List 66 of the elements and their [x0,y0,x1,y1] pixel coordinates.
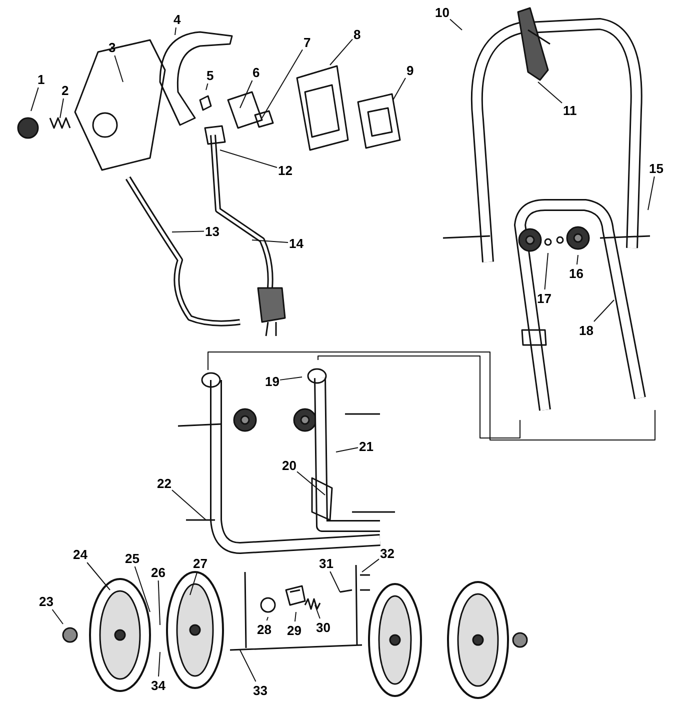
callout-number: 17 [537,290,552,306]
callout-number: 18 [579,322,594,338]
leader-line [280,376,302,380]
leader-line [86,562,110,590]
callout-number: 29 [287,622,302,638]
callout-number: 31 [319,556,334,570]
leader-line [544,252,548,290]
callout-number: 32 [380,546,394,560]
callout-number: 20 [282,458,296,472]
leader-line [262,49,303,118]
callout-number: 10 [435,4,450,20]
callout-number: 16 [569,266,584,280]
leader-line [252,240,288,243]
callout-number: 21 [359,438,374,454]
callout-number: 26 [151,564,166,580]
callout-number: 34 [151,678,166,692]
callout-number: 23 [39,594,54,608]
callout-number: 8 [354,26,361,42]
leader-line [134,566,150,612]
callout-number: 33 [253,682,268,698]
leader-line [174,27,176,36]
callout-number: 1 [38,72,45,86]
callout-number: 22 [157,476,172,490]
leader-line [190,571,198,596]
leader-line [330,38,353,66]
leader-line [576,254,578,265]
leader-line [330,571,340,592]
leader-line [60,98,64,118]
leader-line [220,150,278,168]
callout-number: 7 [304,34,311,50]
leader-line [296,471,326,496]
leader-line [336,447,358,452]
leader-line [538,82,562,104]
callout-number: 15 [649,160,664,176]
leader-line [158,580,160,626]
callout-number: 28 [257,622,272,636]
callout-number: 30 [316,620,330,634]
leader-line [450,18,462,30]
callout-number: 14 [289,236,304,250]
leader-line [172,490,206,520]
callout-number: 27 [193,556,208,570]
leader-line [158,652,160,677]
callout-number: 6 [252,64,260,80]
callout-number: 5 [206,68,214,82]
callout-number: 2 [62,82,69,98]
callout-number: 11 [563,102,577,118]
leader-line [30,87,39,112]
leader-line [648,176,655,210]
callout-number: 9 [406,62,414,78]
leader-line [314,604,320,619]
leader-line [392,77,406,100]
callout-number: 25 [125,550,140,566]
callout-number: 12 [278,162,292,178]
callout-number: 13 [205,224,220,238]
leader-line [593,300,614,322]
callout-number: 4 [174,12,181,26]
leader-line [172,230,204,232]
callout-number: 24 [73,546,88,562]
leader-line [52,609,64,624]
leader-line [240,80,253,108]
leader-line [266,616,268,621]
leader-line [362,558,380,572]
leader-line [294,612,296,622]
leader-line [206,83,208,90]
callout-number: 19 [265,374,280,388]
leader-line [240,650,256,682]
